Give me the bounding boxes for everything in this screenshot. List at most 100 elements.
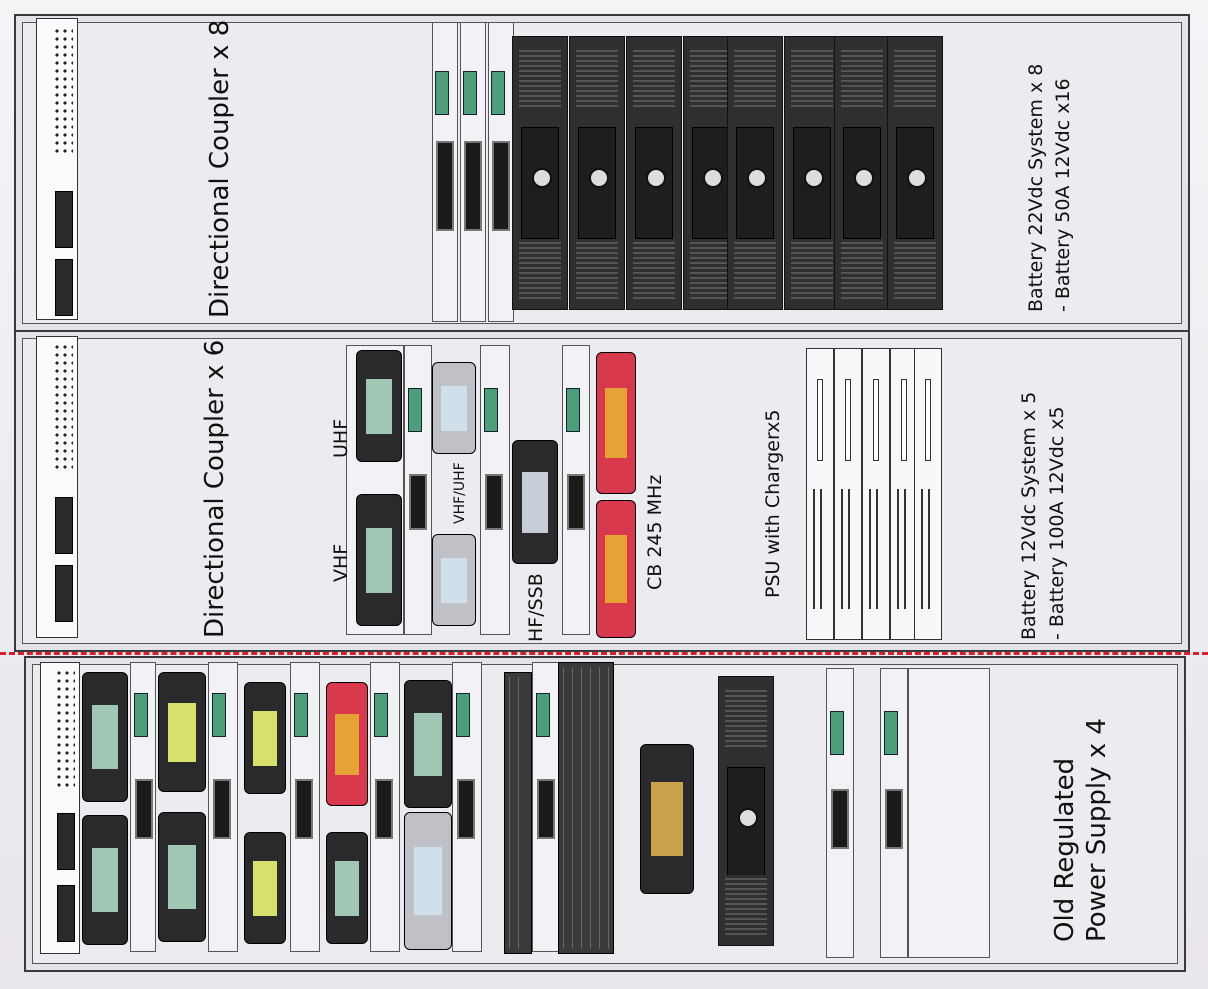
coupler-slot bbox=[532, 662, 560, 952]
coupler-module bbox=[435, 71, 449, 115]
rack-mount-unit bbox=[558, 662, 614, 954]
directional-coupler-panel-middle bbox=[36, 336, 78, 638]
uhf-radio bbox=[356, 350, 402, 462]
handheld-radio bbox=[404, 812, 452, 950]
mobile-radio bbox=[404, 680, 452, 808]
uhf-label: UHF bbox=[330, 418, 352, 458]
bottom-psu-label-1: Old Regulated bbox=[1050, 757, 1080, 942]
hf-ssb-radio bbox=[512, 440, 558, 564]
top-coupler-label: Directional Coupler x 8 bbox=[205, 19, 235, 318]
bottom-psu-label-2: Power Supply x 4 bbox=[1082, 718, 1112, 942]
connector-block bbox=[55, 191, 73, 248]
vhf-uhf-label: VHF/UHF bbox=[452, 462, 468, 524]
coupler-module bbox=[408, 388, 422, 432]
rack-mount-unit bbox=[504, 672, 532, 954]
connector-dots bbox=[53, 27, 73, 157]
meter-box bbox=[567, 474, 585, 530]
empty-slot bbox=[908, 668, 990, 958]
psu-charger-unit bbox=[862, 348, 890, 640]
separator-line bbox=[0, 652, 1208, 655]
psu-charger-unit bbox=[890, 348, 918, 640]
mobile-radio bbox=[82, 672, 128, 802]
battery-unit bbox=[569, 36, 625, 310]
coupler-module bbox=[463, 71, 477, 115]
meter-box bbox=[485, 474, 503, 530]
battery-unit bbox=[626, 36, 682, 310]
mobile-radio bbox=[158, 672, 206, 792]
vhf-uhf-radio bbox=[432, 362, 476, 454]
meter-box bbox=[537, 779, 555, 839]
meter-box bbox=[295, 779, 313, 839]
psu-charger-unit bbox=[834, 348, 862, 640]
meter-box bbox=[409, 474, 427, 530]
middle-coupler-label: Directional Coupler x 6 bbox=[200, 339, 230, 638]
psu-charger-unit bbox=[806, 348, 834, 640]
mobile-radio bbox=[82, 815, 128, 945]
coupler-module bbox=[566, 388, 580, 432]
directional-coupler-panel-top bbox=[36, 18, 78, 320]
coupler-module bbox=[884, 711, 898, 755]
middle-battery-label-1: Battery 12Vdc System x 5 bbox=[1018, 391, 1040, 640]
coupler-module bbox=[212, 693, 226, 737]
meter-box bbox=[135, 779, 153, 839]
base-station-radio bbox=[640, 744, 694, 894]
coupler-slot bbox=[130, 662, 156, 952]
middle-battery-label-2: - Battery 100A 12Vdc x5 bbox=[1046, 406, 1068, 640]
mobile-radio bbox=[326, 682, 368, 806]
coupler-slot bbox=[460, 22, 486, 322]
battery-unit bbox=[887, 36, 943, 310]
meter-box bbox=[831, 789, 849, 849]
coupler-slot bbox=[370, 662, 400, 952]
cb-radio bbox=[596, 352, 636, 494]
coupler-module bbox=[134, 693, 148, 737]
cb-label: CB 245 MHz bbox=[644, 474, 666, 590]
mobile-radio bbox=[244, 832, 286, 944]
coupler-module bbox=[456, 693, 470, 737]
coupler-slot bbox=[290, 662, 320, 952]
mobile-radio bbox=[158, 812, 206, 942]
vhf-uhf-radio bbox=[432, 534, 476, 626]
coupler-module bbox=[294, 693, 308, 737]
psu-charger-label: PSU with Chargerx5 bbox=[762, 409, 784, 598]
coupler-module bbox=[491, 71, 505, 115]
top-battery-label-1: Battery 22Vdc System x 8 bbox=[1025, 63, 1047, 312]
connector-dots bbox=[55, 669, 75, 789]
battery-unit bbox=[718, 676, 774, 946]
meter-box bbox=[375, 779, 393, 839]
mobile-radio bbox=[244, 682, 286, 794]
coupler-slot bbox=[480, 345, 510, 635]
handwritten-mark-top: ~ ~ ~ ~ bbox=[590, 0, 683, 11]
coupler-slot bbox=[826, 668, 854, 958]
coupler-slot bbox=[880, 668, 908, 958]
coupler-slot bbox=[452, 662, 482, 952]
battery-unit bbox=[834, 36, 890, 310]
psu-charger-unit bbox=[914, 348, 942, 640]
meter-box bbox=[436, 141, 454, 231]
meter-box bbox=[457, 779, 475, 839]
connector-block bbox=[55, 565, 73, 622]
directional-coupler-panel-bottom bbox=[40, 662, 80, 954]
top-battery-label-2: - Battery 50A 12Vdc x16 bbox=[1052, 78, 1074, 312]
vhf-label: VHF bbox=[330, 543, 352, 582]
battery-unit bbox=[512, 36, 568, 310]
meter-box bbox=[213, 779, 231, 839]
coupler-slot bbox=[208, 662, 238, 952]
mobile-radio bbox=[326, 832, 368, 944]
battery-unit bbox=[784, 36, 840, 310]
hf-ssb-label: HF/SSB bbox=[525, 573, 547, 642]
meter-box bbox=[492, 141, 510, 231]
connector-dots bbox=[53, 343, 73, 473]
vhf-radio bbox=[356, 494, 402, 626]
coupler-module bbox=[374, 693, 388, 737]
coupler-slot bbox=[488, 22, 514, 322]
connector-block bbox=[55, 497, 73, 554]
coupler-slot bbox=[562, 345, 590, 635]
cb-radio bbox=[596, 500, 636, 638]
coupler-module bbox=[536, 693, 550, 737]
connector-block bbox=[57, 885, 75, 942]
connector-block bbox=[55, 259, 73, 316]
coupler-module bbox=[484, 388, 498, 432]
coupler-slot bbox=[404, 345, 432, 635]
connector-block bbox=[57, 813, 75, 870]
